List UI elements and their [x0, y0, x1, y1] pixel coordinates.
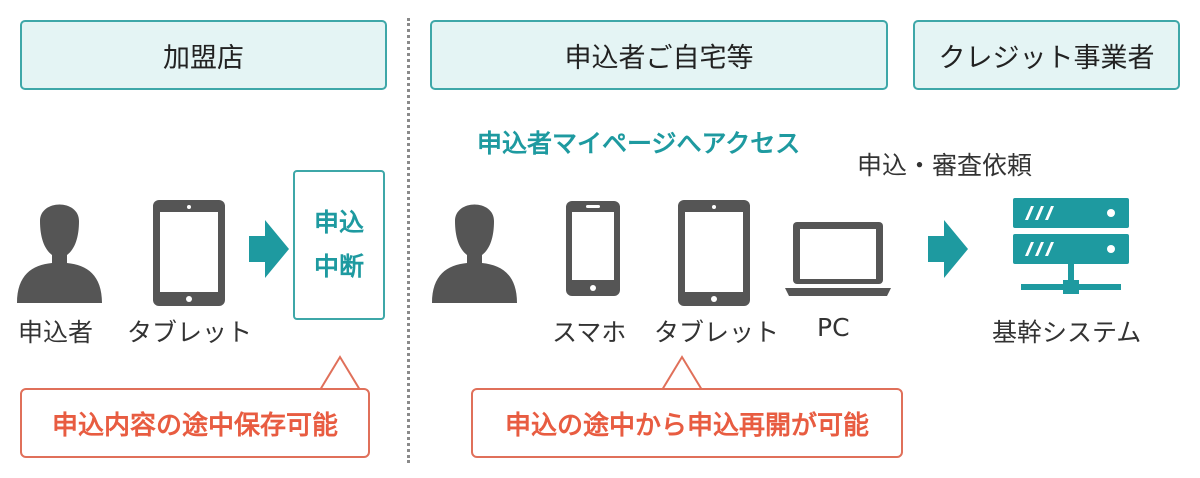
person-icon [432, 204, 517, 303]
application-stop-box: 申込 中断 [293, 170, 385, 320]
section-divider [407, 18, 410, 463]
mypage-access-label: 申込者マイページへアクセス [477, 129, 801, 158]
home-tablet-label: タブレット [654, 318, 780, 347]
callout-resume-application: 申込の途中から申込再開が可能 [471, 388, 903, 458]
stop-label-line2: 中断 [313, 252, 364, 281]
laptop-icon [785, 222, 891, 296]
stop-label-line1: 申込 [313, 208, 364, 237]
pc-label: PC [817, 313, 850, 342]
applicant-label: 申込者 [18, 318, 94, 347]
callout-pointer-home [660, 355, 704, 394]
request-review-label: 申込・審査依頼 [857, 151, 1033, 180]
tablet-icon [153, 200, 225, 306]
header-store: 加盟店 [20, 20, 387, 90]
smartphone-label: スマホ [552, 318, 627, 347]
header-home: 申込者ご自宅等 [430, 20, 888, 90]
header-credit: クレジット事業者 [913, 20, 1180, 90]
smartphone-icon [566, 201, 620, 296]
callout-pointer-store [318, 355, 362, 394]
server-icon [1013, 198, 1129, 294]
store-tablet-label: タブレット [127, 318, 253, 347]
core-system-label: 基幹システム [992, 318, 1142, 347]
callout-save-progress: 申込内容の途中保存可能 [20, 388, 370, 458]
tablet-icon [678, 200, 750, 306]
person-icon [17, 204, 102, 303]
arrow-right-icon [928, 220, 968, 278]
arrow-right-icon [249, 220, 289, 278]
